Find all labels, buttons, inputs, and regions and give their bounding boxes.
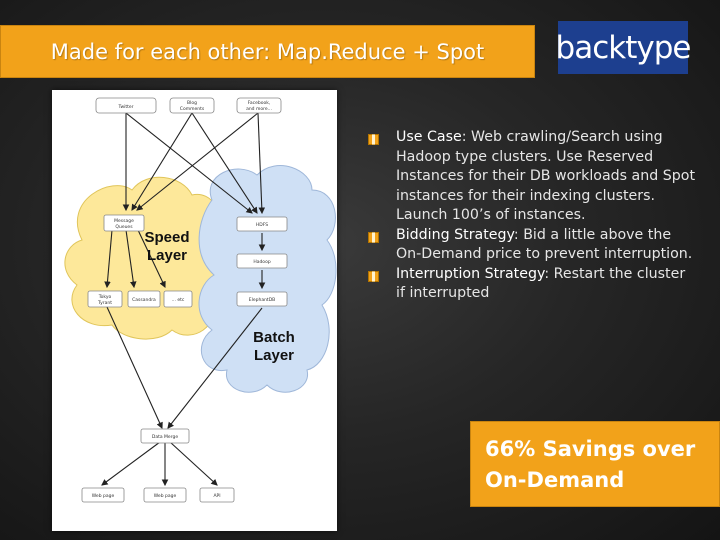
batch-label-line2: Layer xyxy=(254,347,294,364)
source-nodes xyxy=(95,97,282,114)
node-hdfs: HDFS xyxy=(256,222,268,228)
bullet-body: : Web crawling/Search using Hadoop type … xyxy=(396,129,696,223)
source-facebook: Facebook, xyxy=(248,100,271,106)
source-twitter: Twitter xyxy=(117,104,133,110)
output-nodes xyxy=(81,428,235,503)
architecture-diagram: Twitter Blog Comments Facebook, and more… xyxy=(52,90,337,531)
savings-line-1: 66% Savings over xyxy=(485,437,696,461)
bullet-interruption-strategy: Interruption Strategy: Restart the clust… xyxy=(368,265,698,304)
node-data-merge: Data Merge xyxy=(152,434,178,440)
bullet-term: Interruption Strategy xyxy=(396,265,545,282)
node-web-page-2: Web page xyxy=(154,493,177,499)
node-message: Message xyxy=(114,218,134,224)
node-web-page-1: Web page xyxy=(92,493,115,499)
bullet-bidding-strategy: Bidding Strategy: Bid a little above the… xyxy=(368,226,698,265)
savings-callout: 66% Savings over On-Demand xyxy=(470,421,720,507)
batch-nodes xyxy=(236,216,288,307)
batch-label-line1: Batch xyxy=(253,329,295,346)
bullet-body: : Restart the cluster if interrupted xyxy=(396,265,686,302)
slide-title: Made for each other: Map.Reduce + Spot xyxy=(50,39,485,64)
savings-line-2: On-Demand xyxy=(485,468,625,492)
bullet-list: Use Case: Web crawling/Search using Hado… xyxy=(368,128,698,304)
slide-title-bar: Made for each other: Map.Reduce + Spot xyxy=(0,25,535,78)
speed-label-line2: Layer xyxy=(147,247,187,264)
node-tokyo: Tokyo xyxy=(98,294,112,300)
batch-layer-cloud xyxy=(198,165,337,393)
node-hadoop: Hadoop xyxy=(253,259,271,265)
box-bullet-icon xyxy=(368,226,396,265)
box-bullet-icon xyxy=(368,265,396,304)
diagram-arrows xyxy=(101,112,266,487)
diagram-svg: Twitter Blog Comments Facebook, and more… xyxy=(64,97,337,503)
bullet-use-case: Use Case: Web crawling/Search using Hado… xyxy=(368,128,698,226)
bullet-body: : Bid a little above the On-Demand price… xyxy=(396,226,693,263)
backtype-logo: backtype xyxy=(555,21,692,74)
node-cassandra: Cassandra xyxy=(132,297,156,303)
bullet-term: Use Case xyxy=(396,129,462,145)
node-api: API xyxy=(213,493,220,499)
source-more: and more... xyxy=(246,106,272,112)
source-blog: Blog xyxy=(187,100,197,106)
bullet-term: Bidding Strategy xyxy=(396,226,514,243)
speed-label-line1: Speed xyxy=(144,229,189,246)
node-etc: ... etc xyxy=(172,297,185,303)
box-bullet-icon xyxy=(368,128,396,226)
source-comments: Comments xyxy=(180,106,205,112)
logo-text: backtype xyxy=(555,29,692,66)
node-elephantdb: ElephantDB xyxy=(249,297,276,303)
node-queues: Queues xyxy=(115,224,133,230)
node-tyrant: Tyrant xyxy=(97,300,112,306)
speed-nodes xyxy=(87,214,193,308)
